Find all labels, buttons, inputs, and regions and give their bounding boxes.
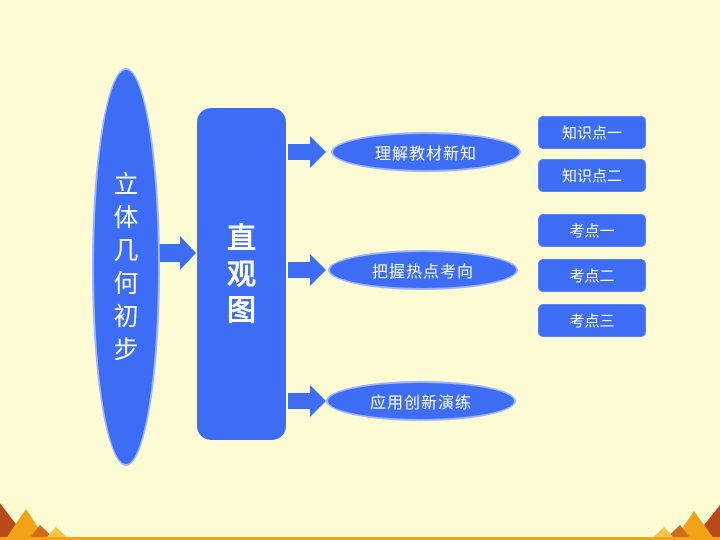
center-node: 直观图 [197, 108, 286, 440]
leaf-label: 知识点一 [561, 124, 622, 142]
arrow-to-section-3 [288, 385, 326, 417]
leaf-knowledge-2: 知识点二 [538, 159, 646, 192]
leaf-knowledge-1: 知识点一 [538, 116, 646, 149]
leaf-label: 考点二 [569, 267, 615, 285]
section-pill-1: 理解教材新知 [331, 132, 521, 172]
leaf-label: 知识点二 [561, 167, 622, 185]
corner-decoration-right [650, 505, 720, 540]
arrow-root-to-center [157, 236, 196, 270]
leaf-exam-point-3: 考点三 [538, 304, 646, 337]
leaf-exam-point-2: 考点二 [538, 259, 646, 292]
leaf-exam-point-1: 考点一 [538, 214, 646, 247]
leaf-label: 考点一 [569, 222, 615, 240]
arrow-to-section-2 [288, 254, 326, 286]
root-label: 立体几何初步 [113, 170, 139, 364]
section-label-2: 把握热点考向 [371, 262, 474, 281]
bottom-accent-line [0, 537, 720, 540]
root-node: 立体几何初步 [92, 68, 160, 466]
corner-decoration-left [0, 503, 70, 540]
section-label-1: 理解教材新知 [374, 144, 477, 163]
section-pill-2: 把握热点考向 [328, 250, 518, 290]
section-pill-3: 应用创新演练 [326, 381, 516, 421]
arrow-to-section-1 [288, 136, 326, 168]
center-label: 直观图 [226, 221, 256, 327]
section-label-3: 应用创新演练 [369, 393, 472, 412]
leaf-label: 考点三 [569, 312, 615, 330]
